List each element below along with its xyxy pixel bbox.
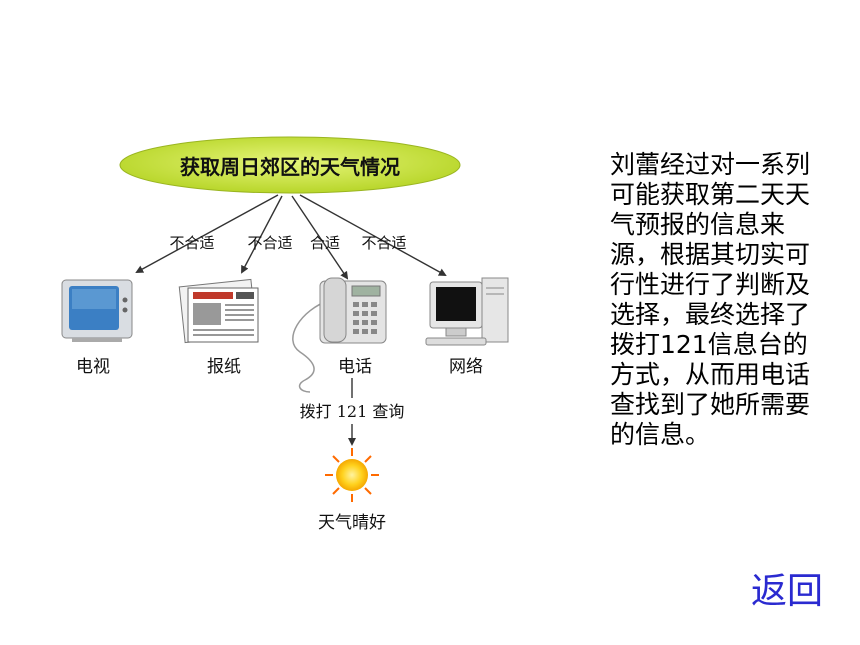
- result-label: 天气晴好: [318, 513, 386, 533]
- root-label: 获取周日郊区的天气情况: [180, 155, 400, 179]
- node-label-telephone: 电话: [338, 357, 372, 377]
- newspaper-icon: [178, 278, 259, 344]
- branch-arrows: [135, 194, 447, 280]
- sun-icon: [325, 448, 379, 502]
- tv-icon: [61, 279, 133, 342]
- node-label-newspaper: 报纸: [207, 357, 241, 377]
- edge-label-newspaper: 不合适: [247, 234, 292, 252]
- root-node: 获取周日郊区的天气情况: [119, 136, 461, 194]
- arrow-telephone: [291, 195, 349, 280]
- edge-label-computer: 不合适: [361, 234, 406, 252]
- node-label-computer: 网络: [449, 357, 483, 377]
- description-text: 刘蕾经过对一系列可能获取第二天天气预报的信息来源，根据其切实可行性进行了判断及选…: [610, 150, 811, 449]
- back-button[interactable]: 返回: [751, 571, 824, 612]
- edge-label-telephone: 合适: [310, 234, 340, 252]
- arrow-newspaper: [241, 195, 283, 274]
- flow-diagram: 获取周日郊区的天气情况 不合适 不合适 合适 不合适: [61, 136, 509, 533]
- computer-icon: [425, 277, 509, 346]
- edge-label-tv: 不合适: [169, 234, 214, 252]
- arrow-computer: [299, 194, 447, 276]
- followup-label: 拨打 121 查询: [300, 402, 405, 421]
- arrow-tv: [135, 194, 279, 273]
- node-label-tv: 电视: [76, 357, 110, 377]
- telephone-icon: [292, 277, 387, 393]
